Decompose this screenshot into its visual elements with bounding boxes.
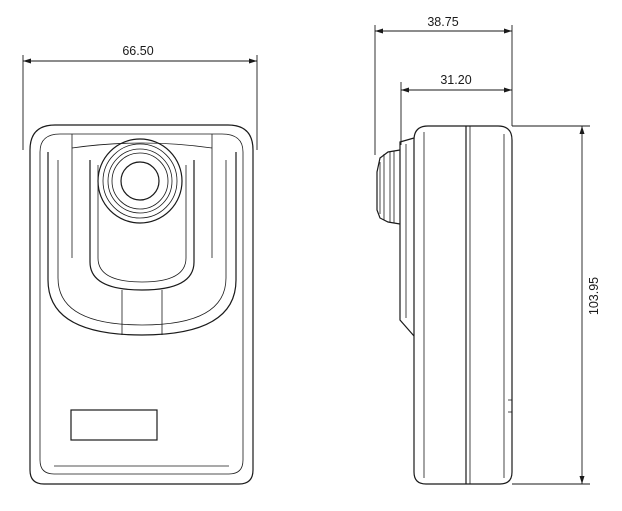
front-view: [29, 124, 254, 485]
side-view: [376, 125, 513, 485]
height-dimension: [512, 125, 590, 485]
side-depth-body-dimension: [400, 82, 512, 145]
side-depth-total-dimension: [374, 25, 513, 155]
side-depth-total-label: 38.75: [427, 15, 458, 29]
height-label: 103.95: [587, 277, 601, 315]
front-width-dimension: [22, 55, 258, 150]
side-depth-body-label: 31.20: [440, 73, 471, 87]
front-width-label: 66.50: [122, 44, 153, 58]
